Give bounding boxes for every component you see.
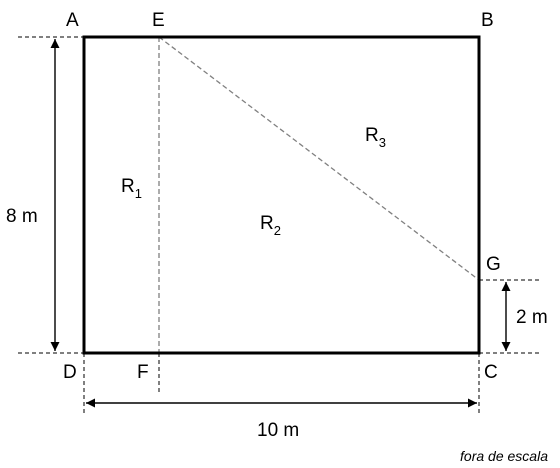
segment-eg: [158, 36, 480, 281]
scale-note: fora de escala: [460, 448, 548, 464]
width-label: 10 m: [257, 420, 299, 441]
region-r2-label: R2: [260, 213, 281, 238]
cg-length-label: 2 m: [516, 307, 548, 328]
point-b-label: B: [481, 10, 494, 31]
point-e-label: E: [152, 10, 165, 31]
point-d-label: D: [63, 362, 77, 383]
height-label: 8 m: [6, 206, 38, 227]
region-r1-label: R1: [121, 176, 142, 201]
rectangle-abcd: [82, 35, 481, 355]
point-a-label: A: [66, 10, 79, 31]
point-f-label: F: [137, 362, 149, 383]
point-g-label: G: [486, 254, 501, 275]
point-c-label: C: [484, 362, 498, 383]
region-r3-label: R3: [365, 125, 386, 150]
